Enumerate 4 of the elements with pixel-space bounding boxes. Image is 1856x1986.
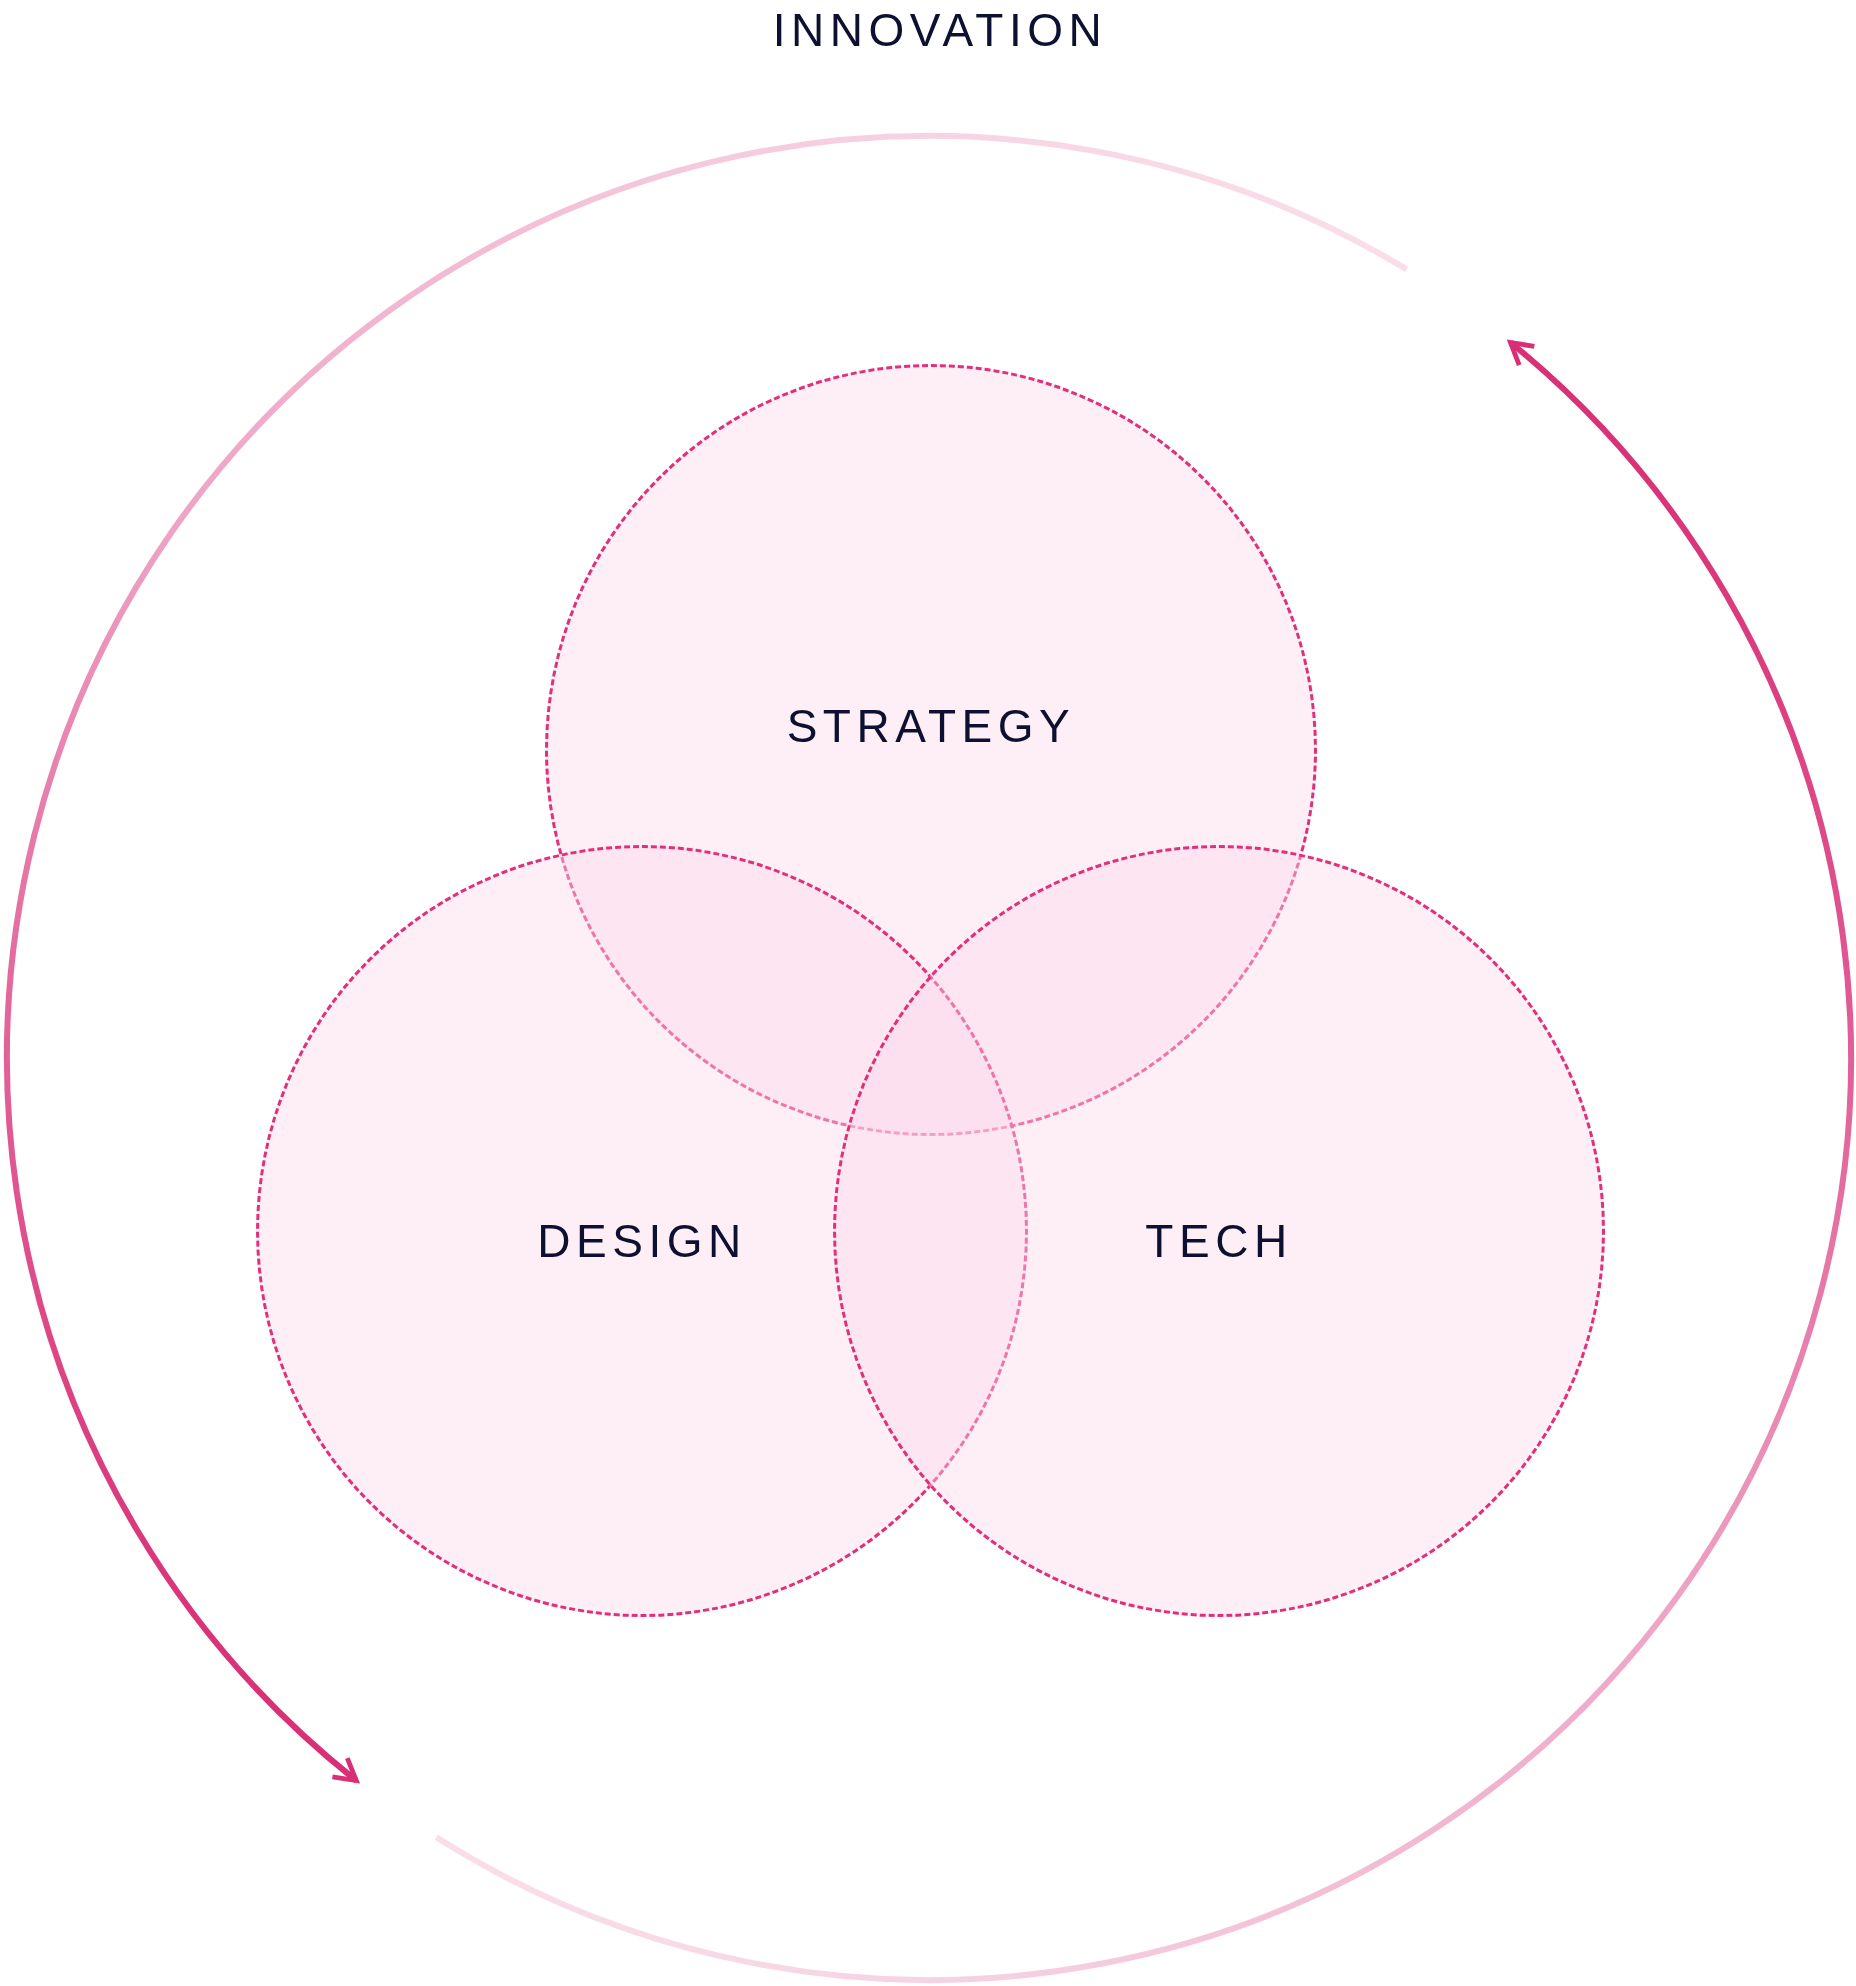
diagram-title: INNOVATION [771,3,1109,58]
circle-label: STRATEGY [786,699,1076,754]
circle-label: TECH [1145,1214,1293,1269]
circle-label: DESIGN [537,1214,747,1269]
